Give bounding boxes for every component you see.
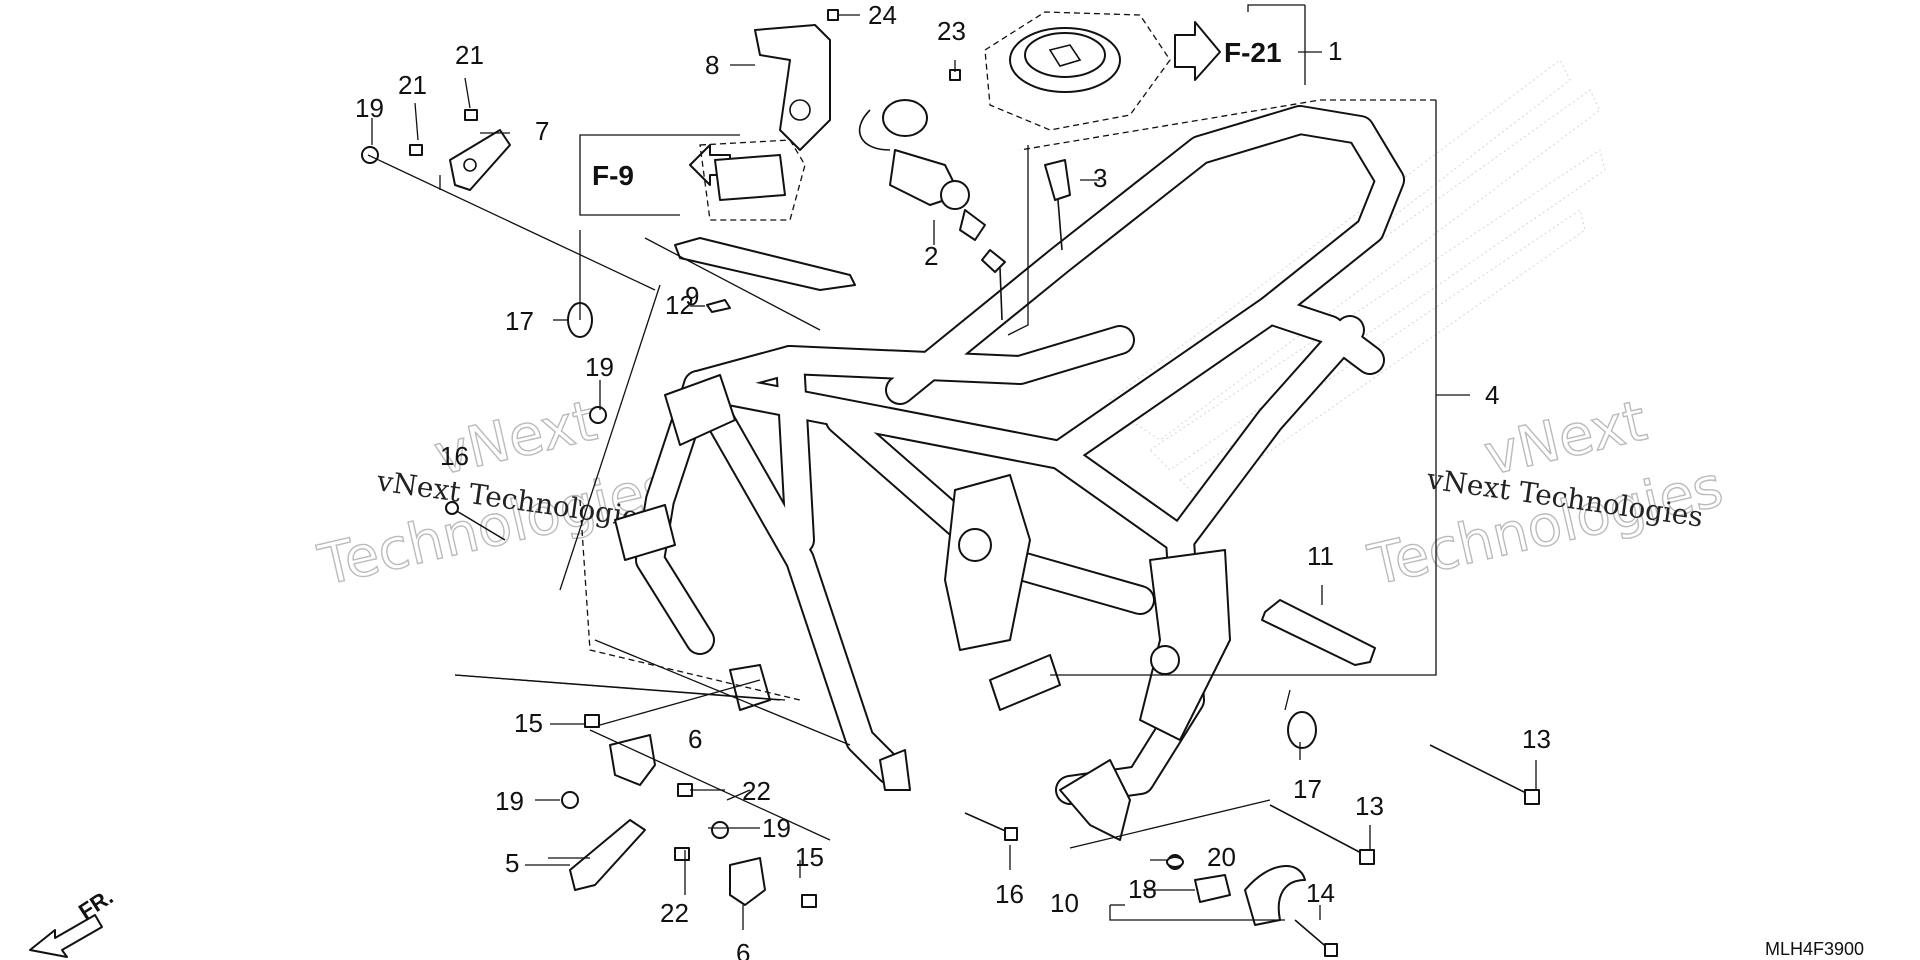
callout-18: 18 <box>1128 874 1157 904</box>
callout-22-lower: 22 <box>660 898 689 928</box>
washer-20 <box>1166 856 1184 868</box>
callout-14: 14 <box>1306 878 1335 908</box>
callout-16-lower: 16 <box>995 879 1024 909</box>
callout-13-lower: 13 <box>1355 791 1384 821</box>
callout-15-lower: 15 <box>795 842 824 872</box>
bracket-6-upper <box>609 734 656 786</box>
callout-19-a: 19 <box>355 93 384 123</box>
callout-15-upper: 15 <box>514 708 543 738</box>
bolt-16-upper <box>445 501 506 541</box>
callout-17-upper: 17 <box>505 306 534 336</box>
bolt-16-lower <box>964 812 1018 841</box>
collar-18 <box>1194 874 1231 903</box>
watermark-left: Technologies vNext vNext Technologies <box>312 388 680 600</box>
callout-19-d: 19 <box>762 813 791 843</box>
callout-9: 9 <box>685 281 699 311</box>
callout-21-lower: 21 <box>398 70 427 100</box>
bolt-13-upper <box>1429 744 1540 805</box>
callout-21-upper: 21 <box>455 40 484 70</box>
callout-19-c: 19 <box>495 786 524 816</box>
key <box>1007 145 1071 336</box>
callouts: 1 2 3 4 5 6 6 7 8 9 10 11 12 13 13 14 15… <box>355 0 1551 960</box>
front-indicator: FR. <box>29 884 117 958</box>
callout-8: 8 <box>705 50 719 80</box>
callout-2: 2 <box>924 241 938 271</box>
callout-20: 20 <box>1207 842 1236 872</box>
clip-12 <box>706 299 731 313</box>
callout-13-upper: 13 <box>1522 724 1551 754</box>
bolt-13-lower <box>1269 804 1375 865</box>
arrow-front-icon <box>29 914 103 958</box>
reference-f21: F-21 <box>1224 37 1282 68</box>
arrow-right-icon <box>1174 21 1221 81</box>
callout-10: 10 <box>1050 888 1079 918</box>
callout-3: 3 <box>1093 163 1107 193</box>
callout-1: 1 <box>1328 36 1342 66</box>
callout-12: 12 <box>665 290 694 320</box>
cover-11 <box>1261 599 1376 666</box>
bolt-24 <box>827 9 839 21</box>
ref-box-f9: F-9 <box>579 134 806 221</box>
bolt-14 <box>1294 919 1338 957</box>
bracket-5 <box>569 819 646 891</box>
diagram-code: MLH4F3900 <box>1765 939 1864 959</box>
front-label: FR. <box>74 884 117 924</box>
fuel-cap: F-21 <box>984 4 1322 131</box>
callout-5: 5 <box>505 848 519 878</box>
callout-23: 23 <box>937 16 966 46</box>
grommet-17-lower <box>1287 711 1317 749</box>
reference-f9: F-9 <box>592 160 634 191</box>
callout-16-upper: 16 <box>440 441 469 471</box>
callout-17-lower: 17 <box>1293 774 1322 804</box>
callout-22-upper: 22 <box>742 776 771 806</box>
callout-19-b: 19 <box>585 352 614 382</box>
protector-strip <box>674 237 856 291</box>
bracket-8 <box>754 24 831 151</box>
bracket-7 <box>449 129 511 191</box>
bracket-6-lower <box>729 857 766 906</box>
callout-6-lower: 6 <box>736 938 750 960</box>
callout-24: 24 <box>868 0 897 30</box>
callout-7: 7 <box>535 116 549 146</box>
watermark-right: Technologies vNext vNext Technologies <box>1362 388 1730 600</box>
ignition-switch <box>858 99 1006 321</box>
leaders <box>367 14 1537 930</box>
callout-4: 4 <box>1485 380 1499 410</box>
callout-6-upper: 6 <box>688 724 702 754</box>
callout-11: 11 <box>1307 541 1334 571</box>
frame-body <box>614 105 1405 841</box>
hook-10 <box>1244 865 1306 926</box>
